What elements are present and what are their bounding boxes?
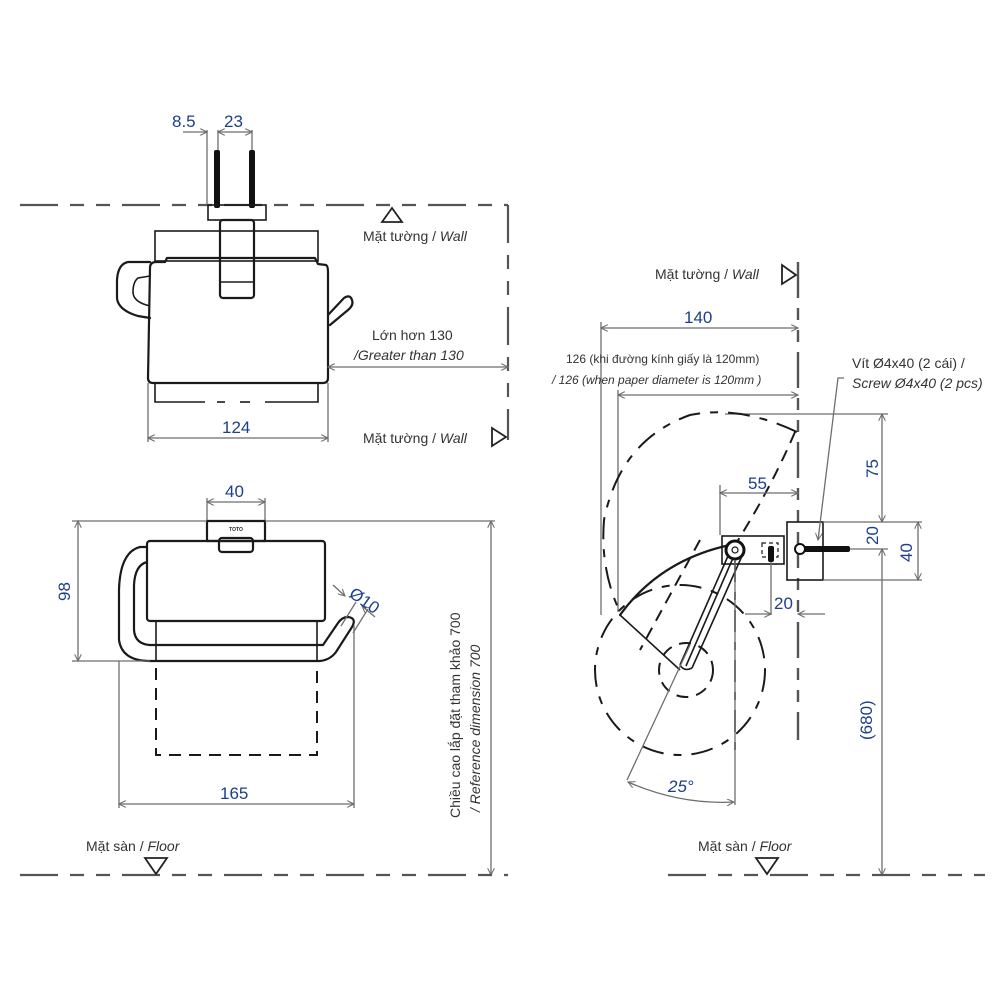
right-arm	[326, 295, 354, 327]
dim-top-width: 124	[222, 418, 250, 437]
dim-plate-height: 40	[897, 543, 916, 562]
brand-mark: TOTO	[229, 527, 243, 533]
bracket	[721, 535, 785, 565]
paper-core	[658, 642, 714, 698]
front-view: 40 TOTO 98 Ø10 165 Chiều cao lắp đặt tha	[20, 482, 508, 877]
label-ref-height-en: / Reference dimension 700	[467, 644, 483, 813]
dim-projection: 140	[684, 308, 712, 327]
dim-tilt-angle: 25°	[667, 777, 694, 796]
wall-marker-icon	[380, 206, 404, 223]
dim-screw-offset: 8.5	[172, 112, 196, 131]
paper-roll-circle	[594, 584, 766, 756]
label-floor-left: Mặt sàn / Floor	[86, 838, 181, 854]
dim-floor-height: (680)	[857, 700, 876, 740]
screw-icon	[214, 150, 220, 208]
arm	[679, 555, 743, 671]
dim-bar-diameter: Ø10	[346, 584, 383, 618]
dim-plate-width: 40	[225, 482, 244, 501]
left-arm	[115, 260, 152, 320]
floor-marker-icon	[143, 857, 169, 876]
floor-marker-icon	[754, 857, 780, 876]
screw-icon	[249, 150, 255, 208]
label-wall-side: Mặt tường / Wall	[363, 430, 468, 446]
label-greater-vi: Lớn hơn 130	[372, 327, 453, 343]
label-greater-en: /Greater than 130	[353, 347, 464, 363]
top-view: 8.5 23 124 Lớn hơn 130 /Greater than 130…	[20, 112, 510, 448]
side-view: Mặt tường / Wall 140 126 (khi đường kính…	[551, 262, 985, 877]
holder-bar	[117, 545, 355, 663]
label-wall-right: Mặt tường / Wall	[655, 266, 760, 282]
dim-height: 98	[55, 582, 74, 601]
label-ref-height-vi: Chiều cao lắp đặt tham khảo 700	[447, 612, 463, 818]
label-floor-right: Mặt sàn / Floor	[698, 838, 793, 854]
dim-screw-spacing: 23	[224, 112, 243, 131]
dim-bracket-gap: 20	[774, 594, 793, 613]
wall-marker-icon	[491, 426, 508, 448]
label-paper-en: / 126 (when paper diameter is 120mm )	[551, 373, 761, 387]
dim-top-to-screw: 75	[863, 459, 882, 478]
label-wall-top: Mặt tường / Wall	[363, 228, 468, 244]
dim-overall-width: 165	[220, 784, 248, 803]
front-cover	[145, 539, 327, 623]
back-plate	[154, 230, 319, 262]
label-paper-vi: 126 (khi đường kính giấy là 120mm)	[566, 352, 759, 366]
label-screw-vi: Vít Ø4x40 (2 cái) /	[852, 355, 965, 371]
wall-marker-icon	[781, 263, 798, 286]
label-screw-en: Screw Ø4x40 (2 pcs)	[852, 375, 983, 391]
cover-arc	[618, 543, 732, 617]
dim-screw-to-center: 20	[863, 526, 882, 545]
paper-roll-outline	[602, 411, 798, 613]
cover	[146, 256, 330, 385]
dim-pivot-depth: 55	[748, 474, 767, 493]
